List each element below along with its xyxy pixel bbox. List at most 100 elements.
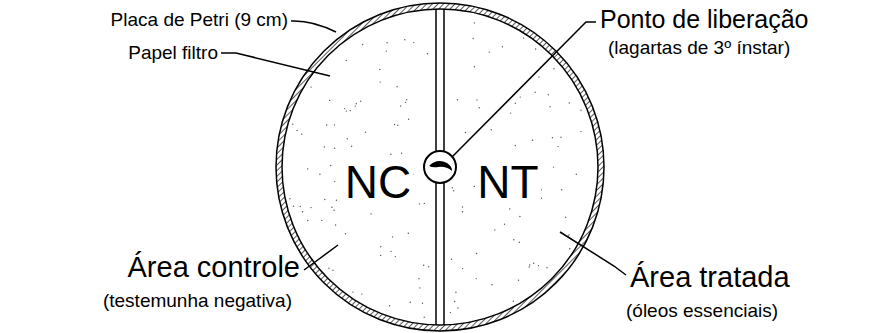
paper-dot	[324, 199, 325, 200]
paper-dot	[580, 131, 581, 132]
paper-dot	[535, 48, 536, 49]
paper-dot	[321, 220, 322, 221]
paper-dot	[519, 242, 520, 243]
area-label: Área tratada	[630, 262, 790, 294]
paper-dot	[462, 206, 463, 207]
paper-dot	[307, 220, 308, 221]
paper-dot	[413, 42, 414, 43]
paper-dot	[418, 278, 419, 279]
paper-dot	[335, 224, 336, 225]
paper-dot	[350, 110, 351, 111]
paper-dot	[344, 108, 345, 109]
paper-dot	[386, 42, 387, 43]
paper-dot	[300, 206, 301, 207]
paper-dot	[392, 236, 393, 237]
paper-dot	[532, 140, 533, 141]
dish-inner	[282, 9, 598, 325]
paper-dot	[428, 266, 429, 267]
dish-outer	[276, 3, 604, 331]
paper-dot	[346, 110, 347, 111]
paper-dot	[568, 234, 569, 235]
paper-dot	[504, 224, 505, 225]
paper-dot	[394, 124, 395, 125]
paper-dot	[462, 268, 463, 269]
divider	[443, 9, 445, 152]
paper-dot	[351, 146, 352, 147]
paper-dot	[515, 145, 516, 146]
paper-dot	[553, 68, 554, 69]
paper-dot	[561, 189, 562, 190]
paper-dot	[479, 107, 480, 108]
paper-dot	[424, 203, 425, 204]
paper-dot	[379, 69, 380, 70]
paper-dot	[362, 44, 363, 45]
paper-dot	[289, 198, 290, 199]
paper-dot	[552, 137, 553, 138]
paper-dot	[400, 105, 401, 106]
paper-dot	[423, 265, 424, 266]
paper-dot	[535, 92, 536, 93]
paper-dot	[324, 146, 325, 147]
paper-dot	[345, 233, 346, 234]
paper-dot	[520, 96, 521, 97]
paper-dot	[476, 99, 477, 100]
paper-dot	[319, 174, 320, 175]
paper-dot	[455, 292, 456, 293]
paper-dot	[361, 293, 362, 294]
paper-dot	[509, 208, 510, 209]
paper-dot	[451, 259, 452, 260]
release-point	[424, 151, 456, 183]
paper-dot	[406, 99, 407, 100]
paper-dot	[292, 124, 293, 125]
paper-dot	[296, 130, 297, 131]
paper-dot	[523, 37, 524, 38]
paper-dot	[457, 99, 458, 100]
paper-dot	[533, 263, 534, 264]
paper-dot	[334, 181, 335, 182]
paper-dot	[541, 198, 542, 199]
paper-dot	[326, 124, 327, 125]
paper-dot	[452, 187, 453, 188]
paper-dot	[462, 211, 463, 212]
paper-dot	[476, 253, 477, 254]
paper-dot	[419, 203, 420, 204]
paper-dot	[370, 213, 371, 214]
paper-dot	[355, 105, 356, 106]
area-note: (óleos essenciais)	[626, 301, 778, 322]
paper-dot	[390, 154, 391, 155]
larva	[429, 161, 452, 171]
paper-dot	[329, 100, 330, 101]
paper-dot	[515, 103, 516, 104]
paper-dot	[336, 200, 337, 201]
paper-dot	[491, 284, 492, 285]
leader-line	[452, 22, 596, 157]
divider	[435, 9, 437, 152]
paper-dot	[408, 119, 409, 120]
paper-dot	[334, 124, 335, 125]
paper-dot	[576, 174, 577, 175]
paper-dot	[397, 125, 398, 126]
leader-line	[560, 232, 626, 275]
paper-dot	[302, 211, 303, 212]
paper-dot	[580, 110, 581, 111]
paper-dot	[546, 267, 547, 268]
paper-dot	[360, 101, 361, 102]
paper-dot	[560, 137, 561, 138]
area-note: (testemunha negativa)	[103, 291, 292, 312]
paper-dot	[454, 301, 455, 302]
zone-code: NT	[475, 157, 540, 208]
paper-dot	[352, 291, 353, 292]
paper-dot	[565, 217, 566, 218]
paper-dot	[557, 146, 558, 147]
paper-dot	[347, 138, 348, 139]
paper-dot	[473, 38, 474, 39]
paper-dot	[405, 102, 406, 103]
paper-dot	[513, 301, 514, 302]
paper-dot	[457, 307, 458, 308]
paper-dot	[510, 112, 511, 113]
paper-dot	[380, 246, 381, 247]
paper-dot	[518, 280, 519, 281]
paper-dot	[476, 278, 477, 279]
paper-dot	[427, 53, 428, 54]
paper-dot	[474, 66, 475, 67]
